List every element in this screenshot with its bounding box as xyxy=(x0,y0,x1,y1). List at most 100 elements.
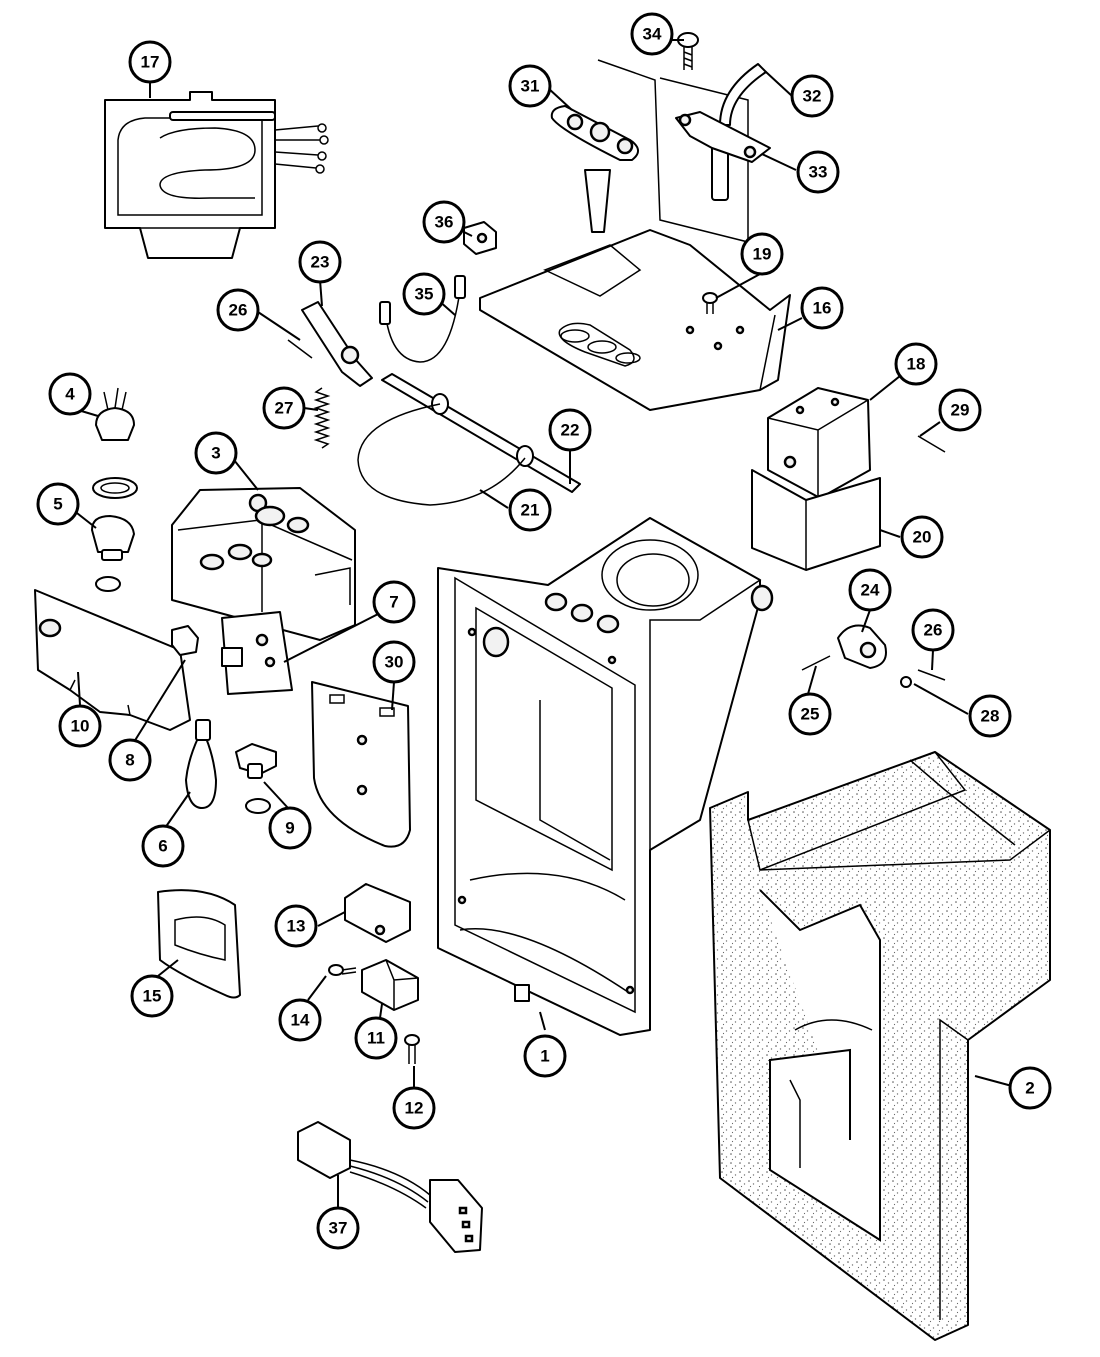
part-10-front-panel xyxy=(34,589,191,731)
callout-26-upper-label: 26 xyxy=(229,301,248,320)
callout-24: 24 xyxy=(848,568,892,612)
part-9-switch xyxy=(235,743,277,814)
part-13-bracket xyxy=(344,883,411,943)
callout-23-label: 23 xyxy=(311,253,330,272)
callout-18: 18 xyxy=(894,342,938,386)
part-7-circuit-board xyxy=(221,611,293,695)
callout-26-upper: 26 xyxy=(216,288,260,332)
part-20-solenoid-bracket xyxy=(751,469,881,571)
callout-6: 6 xyxy=(141,824,185,868)
callout-32: 32 xyxy=(790,74,834,118)
part-28-washer xyxy=(900,676,912,688)
part-16-mounting-plate xyxy=(479,229,791,411)
callout-16-label: 16 xyxy=(813,299,832,318)
callout-33-label: 33 xyxy=(809,163,828,182)
part-26-pin-lower xyxy=(917,669,946,681)
callout-21: 21 xyxy=(508,488,552,532)
part-12-screw xyxy=(404,1034,420,1064)
part-18-solenoid xyxy=(767,387,871,499)
callout-2-label: 2 xyxy=(1025,1079,1034,1098)
callout-20-label: 20 xyxy=(913,528,932,547)
callout-33: 33 xyxy=(796,150,840,194)
callout-32-label: 32 xyxy=(803,87,822,106)
part-23-lever-arm xyxy=(301,301,373,387)
callout-24-label: 24 xyxy=(861,581,880,600)
part-25-pin xyxy=(801,655,831,671)
callout-28: 28 xyxy=(968,694,1012,738)
callout-6-label: 6 xyxy=(158,837,167,856)
callout-3: 3 xyxy=(194,431,238,475)
part-2-outer-cover xyxy=(709,751,1051,1341)
part-35-wire-lead xyxy=(379,275,466,363)
callout-1-label: 1 xyxy=(540,1047,549,1066)
callout-21-label: 21 xyxy=(521,501,540,520)
callout-19: 19 xyxy=(740,232,784,276)
part-37-wire-harness xyxy=(297,1121,483,1253)
callout-5-label: 5 xyxy=(53,495,62,514)
part-15-actuator-pad xyxy=(157,889,241,999)
callout-25: 25 xyxy=(788,692,832,736)
callout-22-label: 22 xyxy=(561,421,580,440)
callout-1: 1 xyxy=(523,1034,567,1078)
callout-36-label: 36 xyxy=(435,213,454,232)
callout-8-label: 8 xyxy=(125,751,134,770)
callout-10-label: 10 xyxy=(71,717,90,736)
callout-25-label: 25 xyxy=(801,705,820,724)
callout-8: 8 xyxy=(108,738,152,782)
callout-7: 7 xyxy=(372,580,416,624)
part-29-pin xyxy=(917,435,946,453)
part-27-spring xyxy=(313,387,331,449)
part-30-gasket-plate xyxy=(311,681,411,848)
callout-16: 16 xyxy=(800,286,844,330)
callout-26-lower-label: 26 xyxy=(924,621,943,640)
part-31-slide xyxy=(550,105,639,233)
part-36-clip xyxy=(463,221,497,255)
callout-26-lower: 26 xyxy=(911,608,955,652)
callout-17-label: 17 xyxy=(141,53,160,72)
callout-31: 31 xyxy=(508,64,552,108)
callout-13: 13 xyxy=(274,904,318,948)
callout-7-label: 7 xyxy=(389,593,398,612)
callout-15: 15 xyxy=(130,974,174,1018)
callout-4-label: 4 xyxy=(65,385,75,404)
callout-35-label: 35 xyxy=(415,285,434,304)
part-17-heater-assembly xyxy=(104,91,329,259)
callout-29-label: 29 xyxy=(951,401,970,420)
callout-20: 20 xyxy=(900,515,944,559)
callout-12-label: 12 xyxy=(405,1099,424,1118)
part-26-pin-upper xyxy=(287,339,313,359)
part-5-switch xyxy=(91,515,135,592)
callout-35: 35 xyxy=(402,272,446,316)
part-3-control-housing xyxy=(171,487,356,641)
callout-3-label: 3 xyxy=(211,444,220,463)
callout-29: 29 xyxy=(938,388,982,432)
part-1-dispenser-housing xyxy=(437,517,774,1036)
callout-22: 22 xyxy=(548,408,592,452)
callout-11-label: 11 xyxy=(367,1029,385,1048)
callout-37-label: 37 xyxy=(329,1219,348,1238)
part-21-actuator-wire xyxy=(357,403,526,506)
callout-4: 4 xyxy=(48,372,92,416)
callout-10: 10 xyxy=(58,704,102,748)
callout-9-label: 9 xyxy=(285,819,294,838)
part-33-bracket xyxy=(675,111,771,163)
callout-15-label: 15 xyxy=(143,987,162,1006)
callout-17: 17 xyxy=(128,40,172,84)
callout-18-label: 18 xyxy=(907,355,926,374)
part-8-connector xyxy=(171,625,199,656)
part-11-micro-switch xyxy=(361,959,419,1011)
callout-12: 12 xyxy=(392,1086,436,1130)
part-6-light-bulb xyxy=(185,719,217,809)
part-4-lamp-socket xyxy=(92,387,138,499)
callout-9: 9 xyxy=(268,806,312,850)
callout-14-label: 14 xyxy=(291,1011,310,1030)
callout-34-label: 34 xyxy=(643,25,662,44)
callout-30: 30 xyxy=(372,640,416,684)
callout-14: 14 xyxy=(278,998,322,1042)
part-34-screw xyxy=(677,32,699,70)
part-24-motor xyxy=(837,624,887,669)
callout-2: 2 xyxy=(1008,1066,1052,1110)
callout-28-label: 28 xyxy=(981,707,1000,726)
callout-27-label: 27 xyxy=(275,399,294,418)
